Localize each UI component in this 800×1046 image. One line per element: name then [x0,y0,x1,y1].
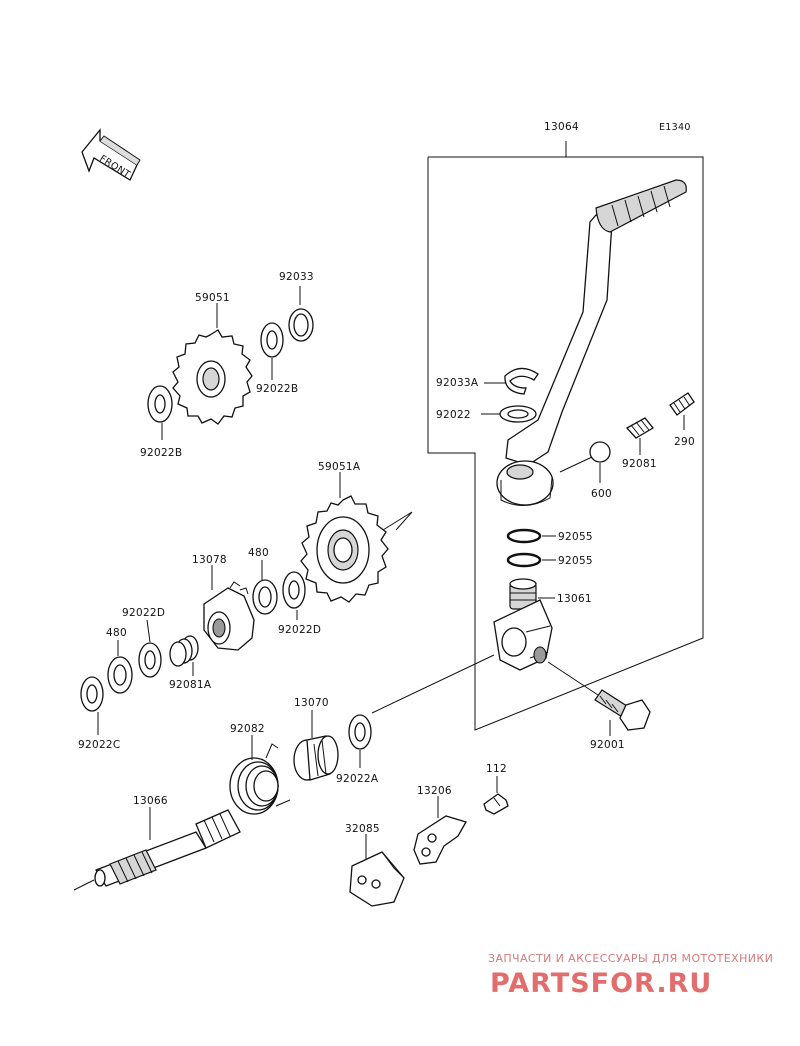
kick-pedal [496,179,687,506]
label-92081A: 92081A [169,679,212,691]
watermark-tagline: ЗАПЧАСТИ И АКСЕССУАРЫ ДЛЯ МОТОТЕХНИКИ [488,952,773,965]
o-ring-92055-lower [506,552,542,568]
label-13206: 13206 [417,785,452,797]
collar-13070 [293,735,339,781]
torsion-spring-92082 [229,743,291,815]
guide-13206 [413,815,467,865]
plate-32085 [349,851,405,907]
label-13064: 13064 [544,121,579,133]
washer-92022D-right [282,571,306,609]
bolt-112 [483,793,509,815]
label-600: 600 [591,488,612,500]
label-92022B-upper: 92022B [256,383,298,395]
plug-290 [669,392,695,416]
circlip-92033 [288,308,314,342]
ratchet-13078 [203,581,255,651]
washer-92022C [80,676,104,712]
bolt-92001 [594,689,651,731]
label-59051: 59051 [195,292,230,304]
label-290: 290 [674,436,695,448]
label-13070: 13070 [294,697,329,709]
diagram-code: E1340 [659,122,691,133]
front-arrow-icon: FRONT [81,128,141,181]
kick-boss-13061 [493,578,553,671]
circlip-92033A [504,367,539,395]
spring-92081A [169,635,199,667]
label-92022A: 92022A [336,773,379,785]
ball-600 [589,441,611,463]
label-13078: 13078 [192,554,227,566]
washer-480-upper [252,579,278,615]
label-92022C: 92022C [78,739,121,751]
gear-59051A [300,495,389,603]
shaft-axis-line [371,654,495,714]
label-92022B-lower: 92022B [140,447,182,459]
washer-92022B-lower [147,385,173,423]
washer-92022 [499,405,537,423]
label-92033: 92033 [279,271,314,283]
washer-92022D-left [138,642,162,678]
label-92022: 92022 [436,409,471,421]
label-480-lower: 480 [106,627,127,639]
watermark-logo: PARTSFOR.RU [490,968,712,999]
washer-480-lower [107,656,133,694]
label-92081: 92081 [622,458,657,470]
label-32085: 32085 [345,823,380,835]
spring-92081 [625,417,654,439]
assembly-bracket [427,141,704,731]
washer-92022A [348,714,372,750]
label-92033A: 92033A [436,377,479,389]
label-92001: 92001 [590,739,625,751]
label-92082: 92082 [230,723,265,735]
kick-shaft-13066 [94,809,241,887]
label-480-upper: 480 [248,547,269,559]
label-112: 112 [486,763,507,775]
label-92055-lower: 92055 [558,555,593,567]
label-92022D-right: 92022D [278,624,321,636]
label-92022D-left: 92022D [122,607,165,619]
label-13061: 13061 [557,593,592,605]
label-13066: 13066 [133,795,168,807]
gear-59051 [172,329,253,425]
o-ring-92055-upper [506,528,542,544]
label-59051A: 59051A [318,461,361,473]
washer-92022B-upper [260,322,284,358]
label-92055-upper: 92055 [558,531,593,543]
